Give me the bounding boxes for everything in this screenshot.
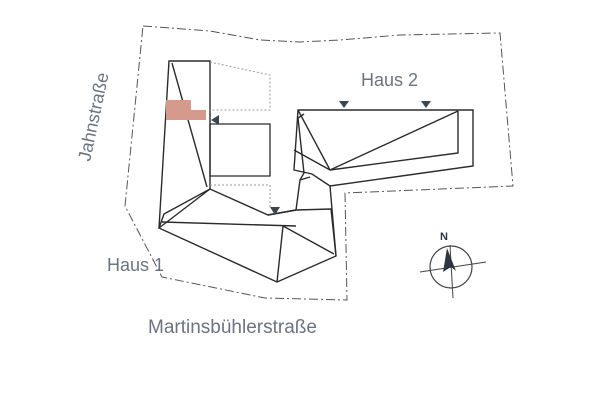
haus-2-label: Haus 2 xyxy=(361,70,418,90)
annex-structures xyxy=(209,61,271,208)
annex-middle xyxy=(209,123,271,177)
property-boundary xyxy=(124,25,514,301)
dashed-annex-south xyxy=(210,184,271,208)
street-label-martinsbuehlerstrasse: Martinsbühlerstraße xyxy=(148,317,317,338)
north-arrow-icon xyxy=(443,248,456,272)
dashed-annex-north xyxy=(209,61,271,111)
entrance-marker-icon xyxy=(211,115,219,125)
haus-1-south-wing xyxy=(157,188,337,283)
street-label-jahnstrasse: Jahnstraße xyxy=(74,71,112,163)
entrance-marker-icon xyxy=(339,101,349,108)
highlighted-unit[interactable] xyxy=(166,100,206,120)
haus-1-west-wing xyxy=(158,60,211,229)
compass-icon: N xyxy=(419,231,487,299)
haus-2-building xyxy=(293,109,474,257)
entrance-marker-icon xyxy=(421,101,431,108)
haus-1-building xyxy=(157,60,337,283)
entrance-marker-icon xyxy=(270,207,280,215)
north-label: N xyxy=(440,231,448,243)
haus-1-label: Haus 1 xyxy=(107,255,164,275)
entrance-markers xyxy=(211,101,431,215)
